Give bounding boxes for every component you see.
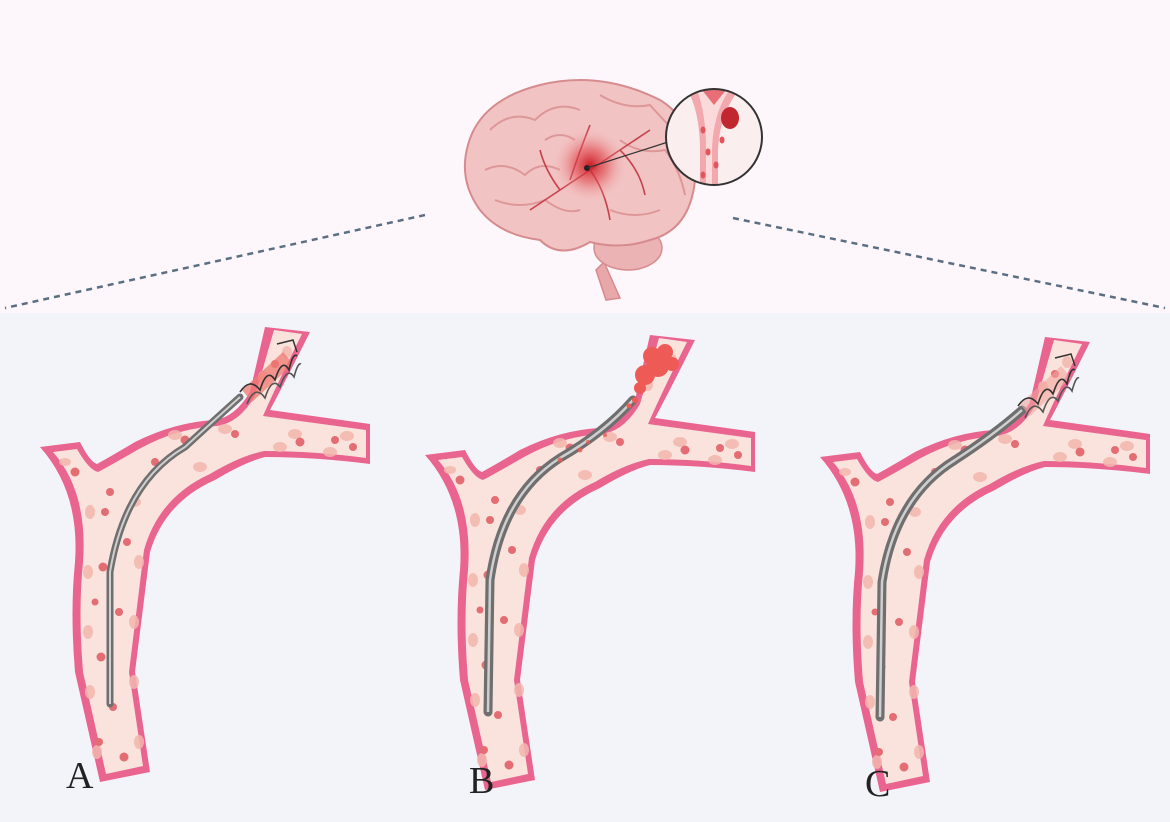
right-guide-line — [732, 216, 1166, 310]
panel-c-catheter-highlight — [878, 409, 1023, 718]
ischemic-lesion — [552, 127, 628, 203]
panel-a-stent-retriever — [239, 339, 302, 405]
panel-c-diagram — [820, 337, 1150, 792]
stent-retriever-icon — [1017, 353, 1080, 419]
panel-a-diagram — [40, 327, 370, 782]
panel-label-c: C — [865, 763, 891, 805]
brain-icon — [463, 79, 697, 301]
panel-a-catheter-highlight — [109, 396, 241, 704]
panel-b-catheter-highlight — [486, 399, 634, 713]
brain-stem — [595, 260, 622, 301]
panel-a-captured-clot — [242, 352, 293, 402]
left-guide-line — [4, 213, 426, 310]
panel-label-a: A — [66, 755, 94, 797]
blood-clot-icon — [626, 344, 679, 409]
panel-label-b: B — [469, 760, 495, 802]
panel-b-clot-fragments — [557, 433, 607, 463]
panel-b-diagram — [425, 335, 755, 790]
vessel-magnifier-icon — [665, 88, 763, 186]
panel-c-retriever-mesh — [1020, 366, 1071, 416]
magnifier-pointer — [586, 141, 669, 169]
bottom-background — [0, 313, 1170, 822]
